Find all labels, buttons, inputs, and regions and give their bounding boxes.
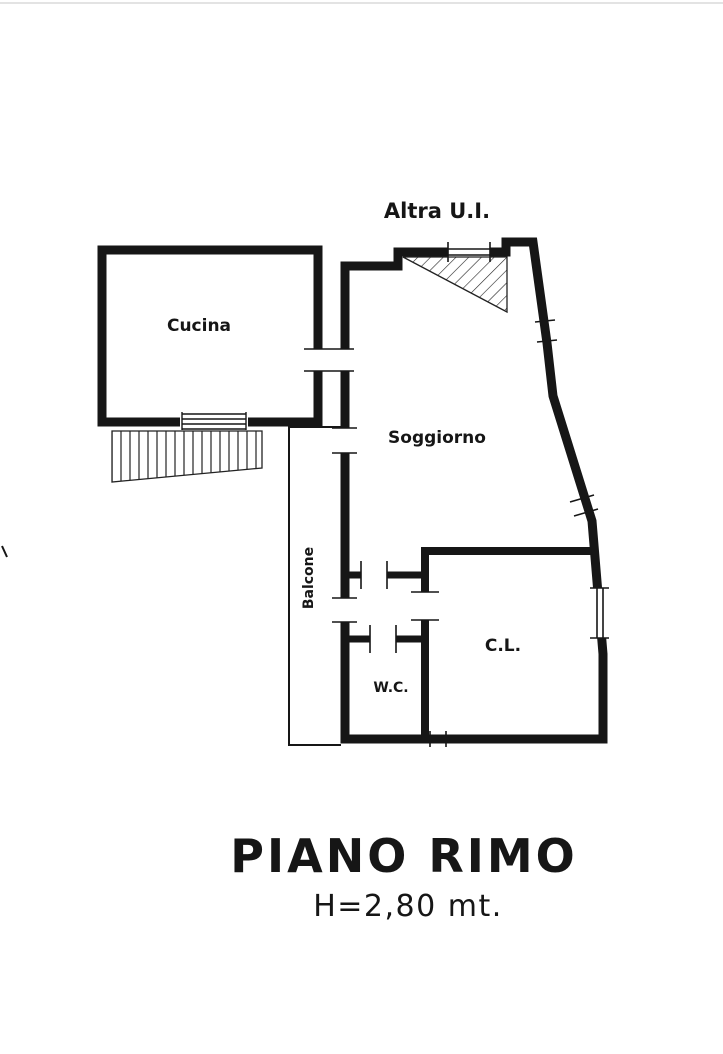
door-wc	[369, 625, 397, 653]
label-soggiorno: Soggiorno	[388, 428, 486, 448]
label-balcone: Balcone	[301, 547, 317, 609]
door-cl	[411, 591, 439, 621]
door-vestibule-balcone	[332, 597, 357, 623]
caption-floor-title: PIANO RIMO	[230, 829, 577, 883]
label-wc: W.C.	[373, 680, 408, 696]
stair-winder-topright	[402, 256, 508, 314]
edge-artifact	[1, 545, 8, 558]
label-other-unit: Altra U.I.	[384, 199, 490, 223]
label-cl: C.L.	[485, 636, 521, 656]
window-right-mid	[569, 494, 599, 517]
caption-height: H=2,80 mt.	[313, 889, 503, 924]
door-soggiorno-vestibule	[360, 561, 388, 589]
main-unit-walls	[340, 237, 608, 744]
door-cucina-soggiorno	[304, 348, 354, 372]
window-right-lower	[590, 587, 609, 639]
scan-edge-line	[0, 2, 723, 4]
window-top-wall	[447, 242, 491, 262]
labels: Altra U.I. Cucina Soggiorno C.L. W.C. Ba…	[167, 199, 521, 696]
caption: PIANO RIMO H=2,80 mt.	[230, 829, 577, 924]
cucina-walls	[97, 245, 323, 427]
door-soggiorno-balcone	[332, 427, 357, 454]
stair-run-below-cucina	[111, 430, 263, 483]
balcony-railing	[288, 426, 341, 746]
balcony	[288, 426, 341, 746]
window-right-upper	[534, 319, 558, 343]
label-cucina: Cucina	[167, 316, 231, 336]
stairs	[111, 256, 508, 483]
window-bottom-wall	[429, 731, 447, 747]
openings	[180, 242, 609, 747]
french-door-cucina	[180, 412, 248, 431]
